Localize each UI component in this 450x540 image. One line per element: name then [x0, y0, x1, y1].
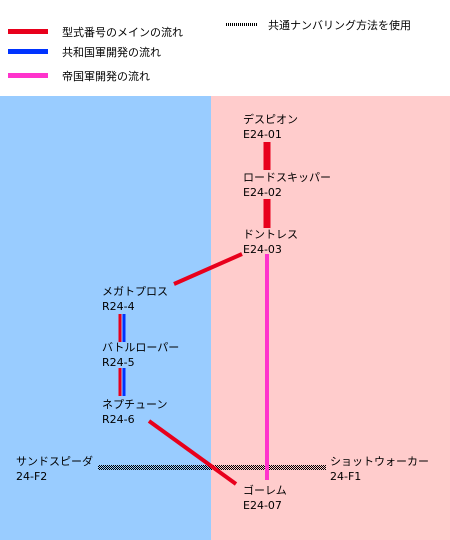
node-code: E24-07	[243, 499, 282, 512]
node-name: ドントレス	[243, 228, 298, 241]
legend-label-republic: 共和国軍開発の流れ	[62, 46, 161, 59]
node-name: メガトプロス	[102, 285, 168, 298]
node-despion: デスピオン E24-01	[243, 112, 298, 142]
legend-label-empire: 帝国軍開発の流れ	[62, 70, 150, 83]
legend-label-main: 型式番号のメインの流れ	[62, 26, 183, 39]
node-name: ショットウォーカー	[330, 455, 429, 468]
node-name: ネプチューン	[102, 398, 168, 411]
node-shotwalker: ショットウォーカー 24-F1	[330, 454, 429, 484]
node-code: R24-4	[102, 300, 135, 313]
node-name: デスピオン	[243, 113, 298, 126]
node-code: 24-F2	[16, 470, 48, 483]
node-code: 24-F1	[330, 470, 362, 483]
node-name: ロードスキッパー	[243, 171, 331, 184]
main-line-dontoles-megatoprose	[173, 252, 243, 286]
node-name: ゴーレム	[243, 484, 287, 497]
node-name: バトルローパー	[102, 341, 180, 354]
node-code: E24-03	[243, 243, 282, 256]
legend-swatch-republic	[8, 49, 48, 54]
node-code: E24-02	[243, 186, 282, 199]
node-code: R24-5	[102, 356, 135, 369]
legend: 型式番号のメインの流れ 共和国軍開発の流れ 帝国軍開発の流れ 共通ナンバリング方…	[0, 0, 450, 96]
legend-swatch-empire	[8, 73, 48, 78]
node-battleroper: バトルローパー R24-5	[102, 340, 179, 370]
main-line-neptune-golem	[147, 419, 238, 486]
node-code: R24-6	[102, 413, 135, 426]
legend-swatch-main	[8, 29, 48, 34]
legend-label-shared: 共通ナンバリング方法を使用	[268, 19, 411, 32]
node-neptune: ネプチューン R24-6	[102, 397, 167, 427]
node-golem: ゴーレム E24-07	[243, 483, 287, 513]
node-code: E24-01	[243, 128, 282, 141]
node-lordskipper: ロードスキッパー E24-02	[243, 170, 331, 200]
legend-swatch-shared	[226, 23, 258, 26]
node-megatoprose: メガトプロス R24-4	[102, 284, 168, 314]
node-dontoles: ドントレス E24-03	[243, 227, 298, 257]
node-name: サンドスピーダ	[16, 455, 93, 468]
node-sandspeeder: サンドスピーダ 24-F2	[16, 454, 93, 484]
